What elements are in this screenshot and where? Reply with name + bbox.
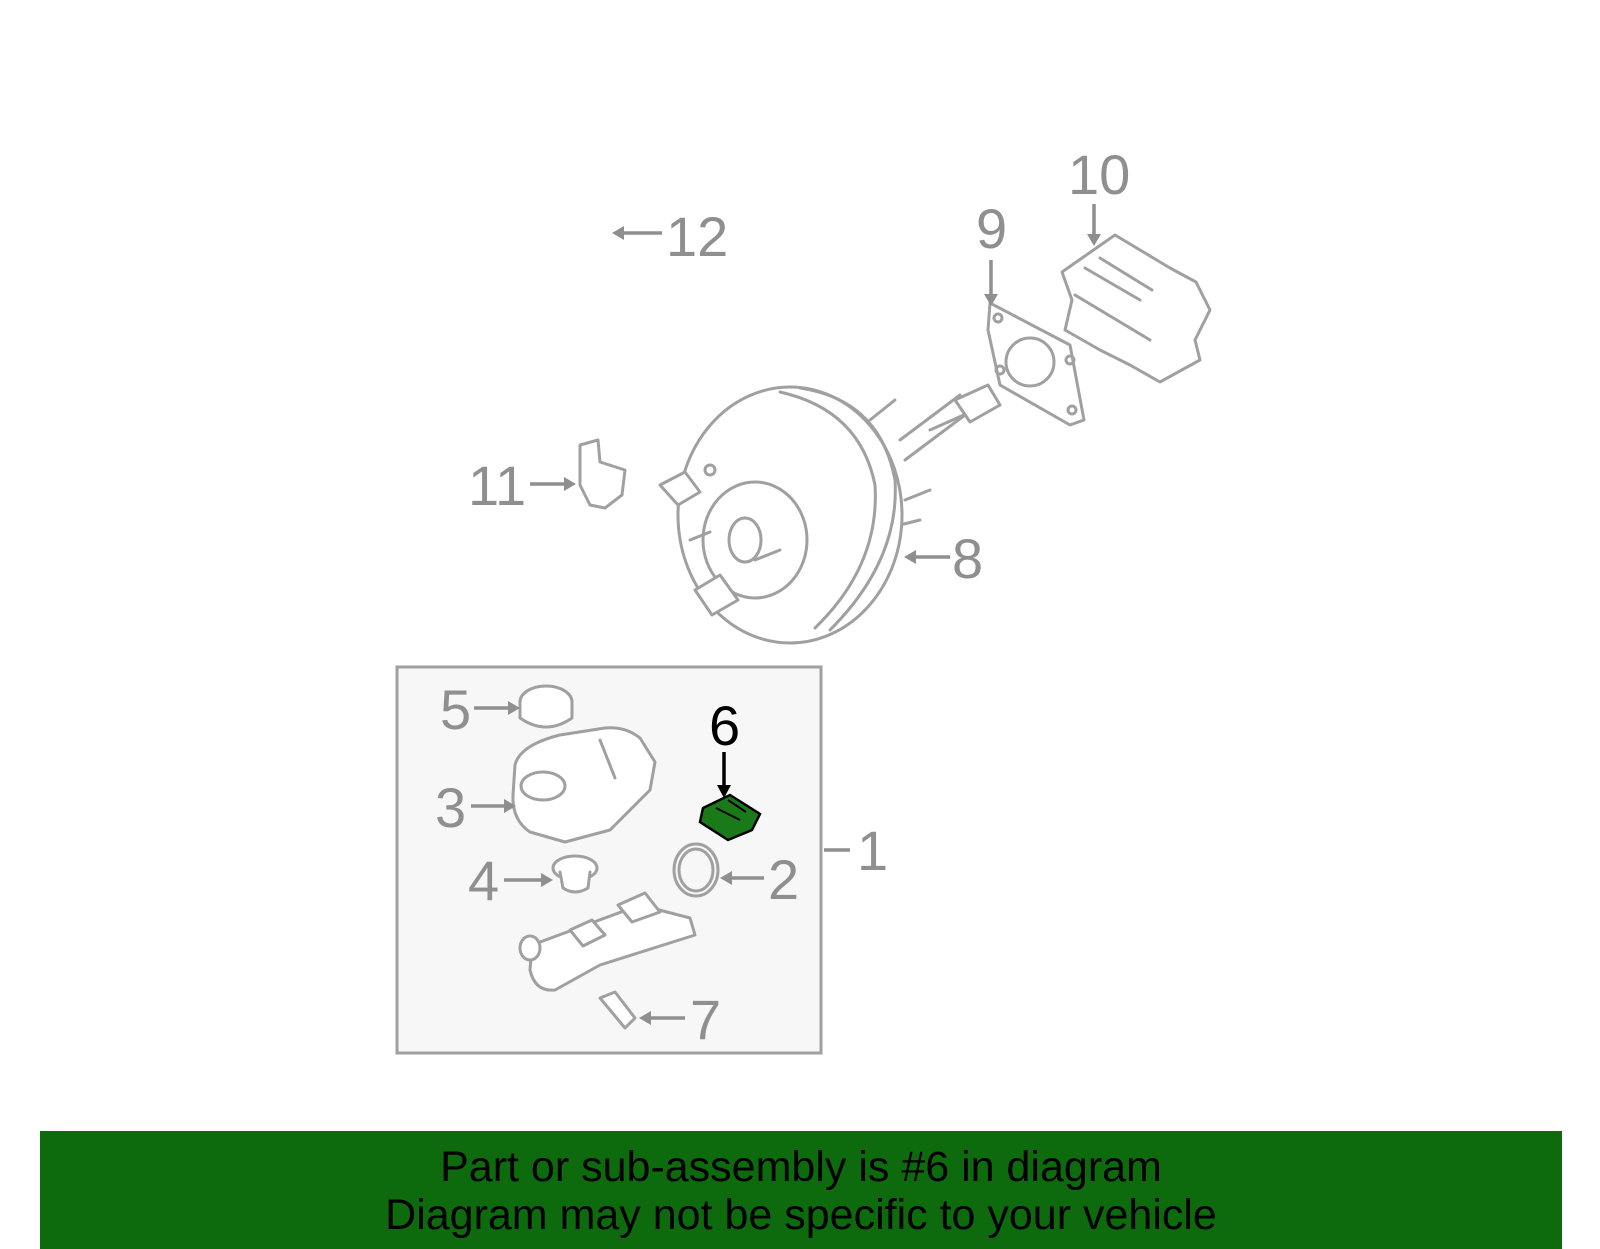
callout-8: 8 (952, 527, 983, 590)
callout-11: 11 (468, 454, 526, 517)
callout-2: 2 (768, 848, 799, 911)
banner-line-1: Part or sub-assembly is #6 in diagram (440, 1143, 1162, 1191)
leader-arrows (471, 204, 1101, 1025)
master-cylinder-body (518, 891, 697, 992)
callout-5: 5 (440, 678, 471, 741)
part-10-insulator (1060, 233, 1212, 384)
callout-7: 7 (690, 988, 721, 1051)
callout-3: 3 (435, 776, 466, 839)
part-2-o-ring (672, 842, 720, 898)
part-7-sensor (598, 990, 637, 1030)
part-9-gasket (986, 301, 1086, 427)
parts-diagram: 12 10 9 11 8 5 6 3 4 2 1 7 (395, 95, 1212, 1055)
part-3-reservoir (511, 726, 657, 844)
part-8-brake-booster (658, 383, 1002, 645)
part-12-hose (442, 95, 688, 380)
callout-9: 9 (976, 197, 1007, 260)
part-11-clip (578, 438, 627, 510)
banner-line-2: Diagram may not be specific to your vehi… (385, 1191, 1217, 1239)
callout-1: 1 (857, 819, 888, 882)
info-banner: Part or sub-assembly is #6 in diagram Di… (40, 1131, 1562, 1249)
part-5-cap (518, 684, 574, 729)
callout-12: 12 (666, 205, 728, 268)
callout-4: 4 (468, 849, 499, 912)
part-6-highlighted (698, 793, 762, 842)
callout-10: 10 (1068, 143, 1130, 206)
part-4-grommet (551, 854, 599, 894)
callout-6: 6 (709, 694, 740, 757)
